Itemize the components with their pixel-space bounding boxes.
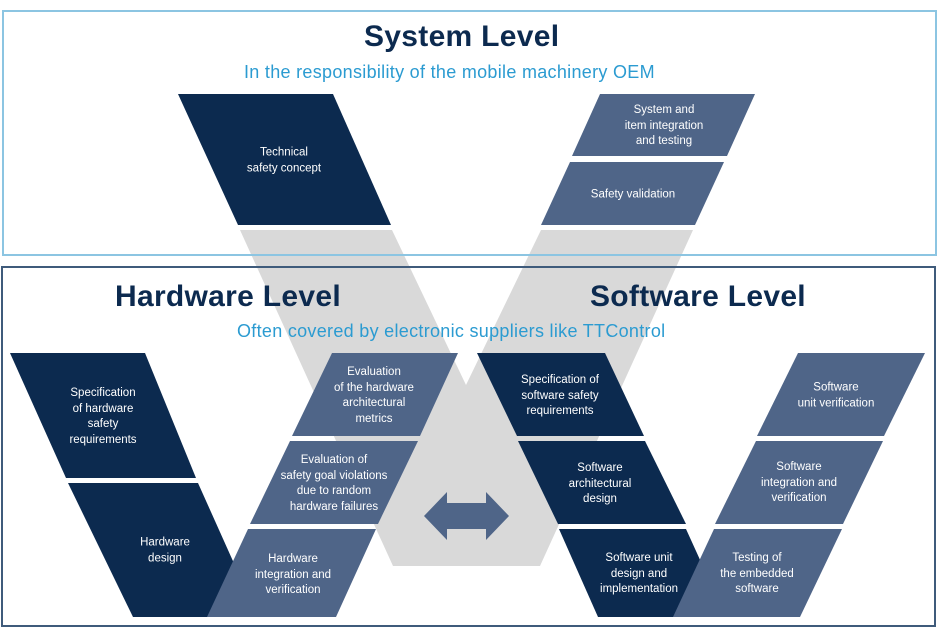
spec-hw-safety-req-label: Specification of hardware safety require… xyxy=(69,387,137,446)
hardware-level-title: Hardware Level xyxy=(115,280,341,313)
software-level-title: Software Level xyxy=(590,280,806,313)
system-item-integration-shape[interactable] xyxy=(572,94,755,156)
sw-unit-verification-shape[interactable] xyxy=(757,353,925,436)
safety-validation-label: Safety validation xyxy=(590,188,676,201)
hw-integration-shape[interactable] xyxy=(207,529,376,617)
sw-arch-design-label: Software architectural design xyxy=(568,461,632,505)
testing-embedded-sw-label: Testing of the embedded software xyxy=(720,551,794,595)
eval-safety-goal-shape[interactable] xyxy=(250,441,418,524)
spec-sw-safety-req-label: Specification of software safety require… xyxy=(521,373,599,417)
sw-unit-design-label: Software unit design and implementation xyxy=(600,551,678,595)
double-headed-arrow-icon xyxy=(424,492,509,540)
sw-integration-label: Software integration and verification xyxy=(760,460,838,504)
hw-integration-label: Hardware integration and verification xyxy=(254,552,332,596)
testing-embedded-sw-shape[interactable] xyxy=(673,529,842,617)
eval-hw-arch-metrics-shape[interactable] xyxy=(292,353,458,436)
technical-safety-concept-label: Technical safety concept xyxy=(246,146,322,175)
supplier-level-panel xyxy=(1,266,936,627)
gray-v-background xyxy=(240,230,693,566)
spec-sw-safety-req-shape[interactable] xyxy=(477,353,644,436)
hardware-design-shape[interactable] xyxy=(68,483,258,617)
safety-validation-shape[interactable] xyxy=(541,162,724,225)
system-level-title: System Level xyxy=(364,20,560,53)
system-level-subtitle: In the responsibility of the mobile mach… xyxy=(244,62,655,82)
sw-arch-design-shape[interactable] xyxy=(518,441,686,524)
supplier-subtitle: Often covered by electronic suppliers li… xyxy=(237,321,666,341)
sw-integration-shape[interactable] xyxy=(715,441,883,524)
eval-safety-goal-label: Evaluation of safety goal violations due… xyxy=(280,454,388,513)
system-level-panel xyxy=(2,10,937,256)
technical-safety-concept-shape[interactable] xyxy=(178,94,391,225)
eval-hw-arch-metrics-label: Evaluation of the hardware architectural… xyxy=(334,366,414,425)
system-item-integration-label: System and item integration and testing xyxy=(624,103,704,147)
sw-unit-verification-label: Software unit verification xyxy=(797,381,875,410)
spec-hw-safety-req-shape[interactable] xyxy=(10,353,196,478)
hardware-design-label: Hardware design xyxy=(140,536,190,565)
